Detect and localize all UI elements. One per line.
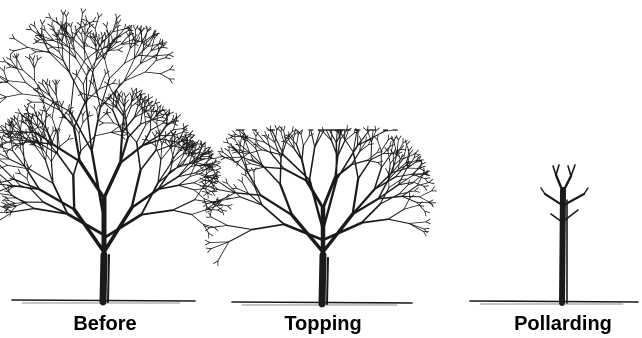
topping-label: Topping bbox=[284, 313, 362, 335]
topping-tree-illustration bbox=[198, 124, 438, 308]
before-label: Before bbox=[73, 313, 137, 335]
before-tree-illustration bbox=[0, 8, 233, 306]
pollarding-tree-illustration bbox=[469, 164, 639, 306]
pollarding-label: Pollarding bbox=[514, 313, 612, 335]
